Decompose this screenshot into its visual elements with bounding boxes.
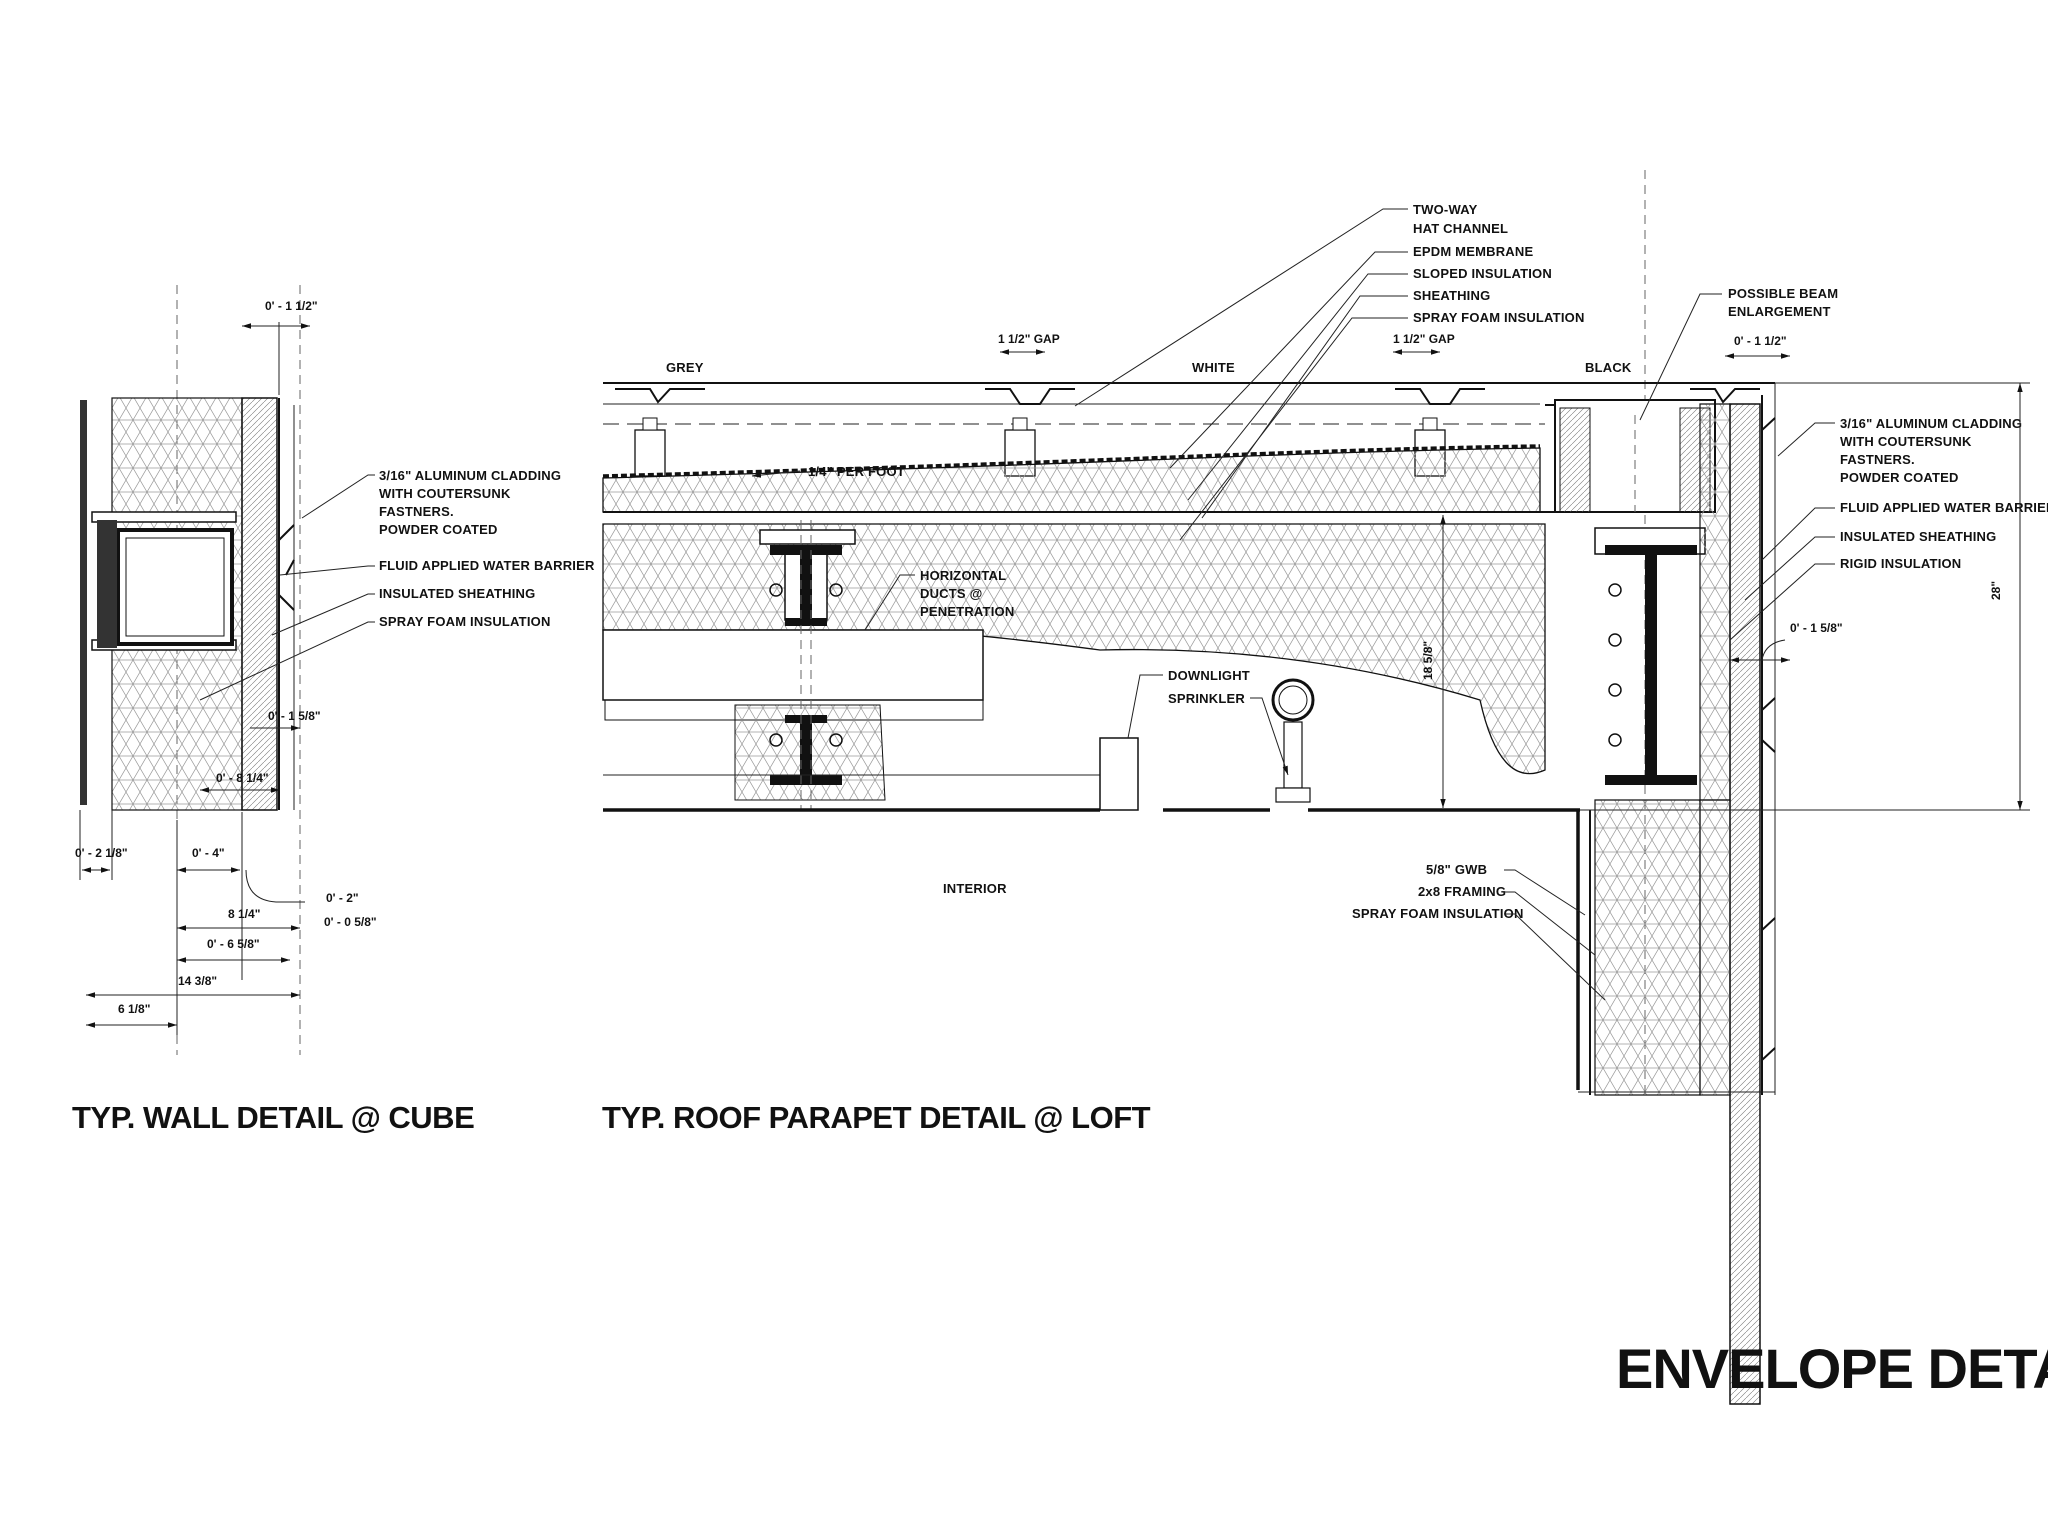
label-spray-low: SPRAY FOAM INSULATION [1352, 906, 1524, 921]
sheet-title: ENVELOPE DETAILS [1616, 1337, 2048, 1400]
wall-dim-8-1-4: 0' - 8 1/4" [216, 771, 269, 785]
label-epdm: EPDM MEMBRANE [1413, 244, 1533, 259]
color-grey: GREY [666, 360, 704, 375]
parapet-dim-1-5-8: 0' - 1 5/8" [1790, 621, 1843, 635]
downlight [1099, 737, 1139, 811]
wall-label-cladding-1: 3/16" ALUMINUM CLADDING [379, 468, 561, 483]
wall-label-cladding-4: POWDER COATED [379, 522, 498, 537]
wall-dim-2: 0' - 2" [326, 891, 359, 905]
cladding-clips [278, 524, 295, 611]
wall-detail-title: TYP. WALL DETAIL @ CUBE [72, 1100, 474, 1135]
hat-channel-2 [985, 388, 1075, 405]
label-interior: INTERIOR [943, 881, 1007, 896]
dim-curve [245, 869, 305, 903]
wall-detail: 3/16" ALUMINUM CLADDING WITH COUTERSUNK … [72, 285, 595, 1135]
label-ducts-2: DUCTS @ [920, 586, 982, 601]
label-ducts-3: PENETRATION [920, 604, 1014, 619]
wall-label-cladding-3: FASTNERS. [379, 504, 454, 519]
label-hat-1: TWO-WAY [1413, 202, 1478, 217]
hat-channel-3 [1395, 388, 1485, 405]
slope-label: 1/4" PER FOOT [808, 464, 905, 479]
roof-label-cladding-2: WITH COUTERSUNK [1840, 434, 1972, 449]
wall-dim-0-5-8: 0' - 0 5/8" [324, 915, 377, 929]
label-beam-1: POSSIBLE BEAM [1728, 286, 1838, 301]
roof-joist-beam [759, 520, 856, 810]
label-downlight: DOWNLIGHT [1168, 668, 1250, 683]
wall-dim-6-5-8: 0' - 6 5/8" [207, 937, 260, 951]
sprinkler-drop [1283, 721, 1303, 789]
label-gwb: 5/8" GWB [1426, 862, 1487, 877]
label-ducts-1: HORIZONTAL [920, 568, 1006, 583]
label-sheathing: SHEATHING [1413, 288, 1490, 303]
wall-label-spray-foam: SPRAY FOAM INSULATION [379, 614, 551, 629]
dim-28: 28" [1989, 581, 2003, 600]
roof-label-water-barrier: FLUID APPLIED WATER BARRIER [1840, 500, 2048, 515]
main-steel-beam [1594, 527, 1706, 785]
wall-label-water-barrier: FLUID APPLIED WATER BARRIER [379, 558, 595, 573]
color-white: WHITE [1192, 360, 1235, 375]
parapet-clips [1761, 417, 1776, 1061]
roof-label-rigid: RIGID INSULATION [1840, 556, 1961, 571]
parapet-sheathing [1729, 403, 1761, 1405]
color-black: BLACK [1585, 360, 1632, 375]
wall-dim-top: 0' - 1 1/2" [265, 299, 318, 313]
wall-label-cladding-2: WITH COUTERSUNK [379, 486, 511, 501]
wall-dim-8-1-4b: 8 1/4" [228, 907, 260, 921]
wall-dim-14-3-8: 14 3/8" [178, 974, 217, 988]
gap-label-2: 1 1/2" GAP [1393, 332, 1455, 346]
label-spray: SPRAY FOAM INSULATION [1413, 310, 1585, 325]
leader-parapet-cladding [1777, 422, 1835, 457]
horizontal-duct [602, 629, 984, 701]
label-sprinkler: SPRINKLER [1168, 691, 1245, 706]
wall-label-sheathing: INSULATED SHEATHING [379, 586, 535, 601]
label-beam-2: ENLARGEMENT [1728, 304, 1831, 319]
lower-wall-insulation [1594, 799, 1701, 1096]
roof-detail: GREY WHITE BLACK 1 1/2" GAP 1 1/2" GAP 1… [602, 170, 2048, 1405]
sloped-insulation [602, 447, 1541, 513]
wall-sheathing [241, 397, 278, 811]
roof-label-cladding-1: 3/16" ALUMINUM CLADDING [1840, 416, 2022, 431]
leader-cladding [301, 474, 375, 519]
wall-dim-2-1-8: 0' - 2 1/8" [75, 846, 128, 860]
dim-18-5-8: 18 5/8" [1421, 641, 1435, 680]
label-sloped: SLOPED INSULATION [1413, 266, 1552, 281]
roof-detail-title: TYP. ROOF PARAPET DETAIL @ LOFT [602, 1100, 1151, 1135]
hss-steel-tube [116, 528, 234, 646]
label-hat-2: HAT CHANNEL [1413, 221, 1508, 236]
roof-label-cladding-3: FASTNERS. [1840, 452, 1915, 467]
interior-board [80, 400, 87, 805]
wall-dim-4: 0' - 4" [192, 846, 225, 860]
roof-label-cladding-4: POWDER COATED [1840, 470, 1959, 485]
roof-label-sheathing: INSULATED SHEATHING [1840, 529, 1996, 544]
sprinkler-head [1275, 787, 1311, 803]
leader-hat [1074, 208, 1408, 407]
gap-label-1: 1 1/2" GAP [998, 332, 1060, 346]
hat-channel-1 [615, 388, 705, 404]
wall-dim-1-5-8: 0' - 1 5/8" [268, 709, 321, 723]
parapet-dim-top: 0' - 1 1/2" [1734, 334, 1787, 348]
label-framing: 2x8 FRAMING [1418, 884, 1506, 899]
wall-dim-6-1-8: 6 1/8" [118, 1002, 150, 1016]
